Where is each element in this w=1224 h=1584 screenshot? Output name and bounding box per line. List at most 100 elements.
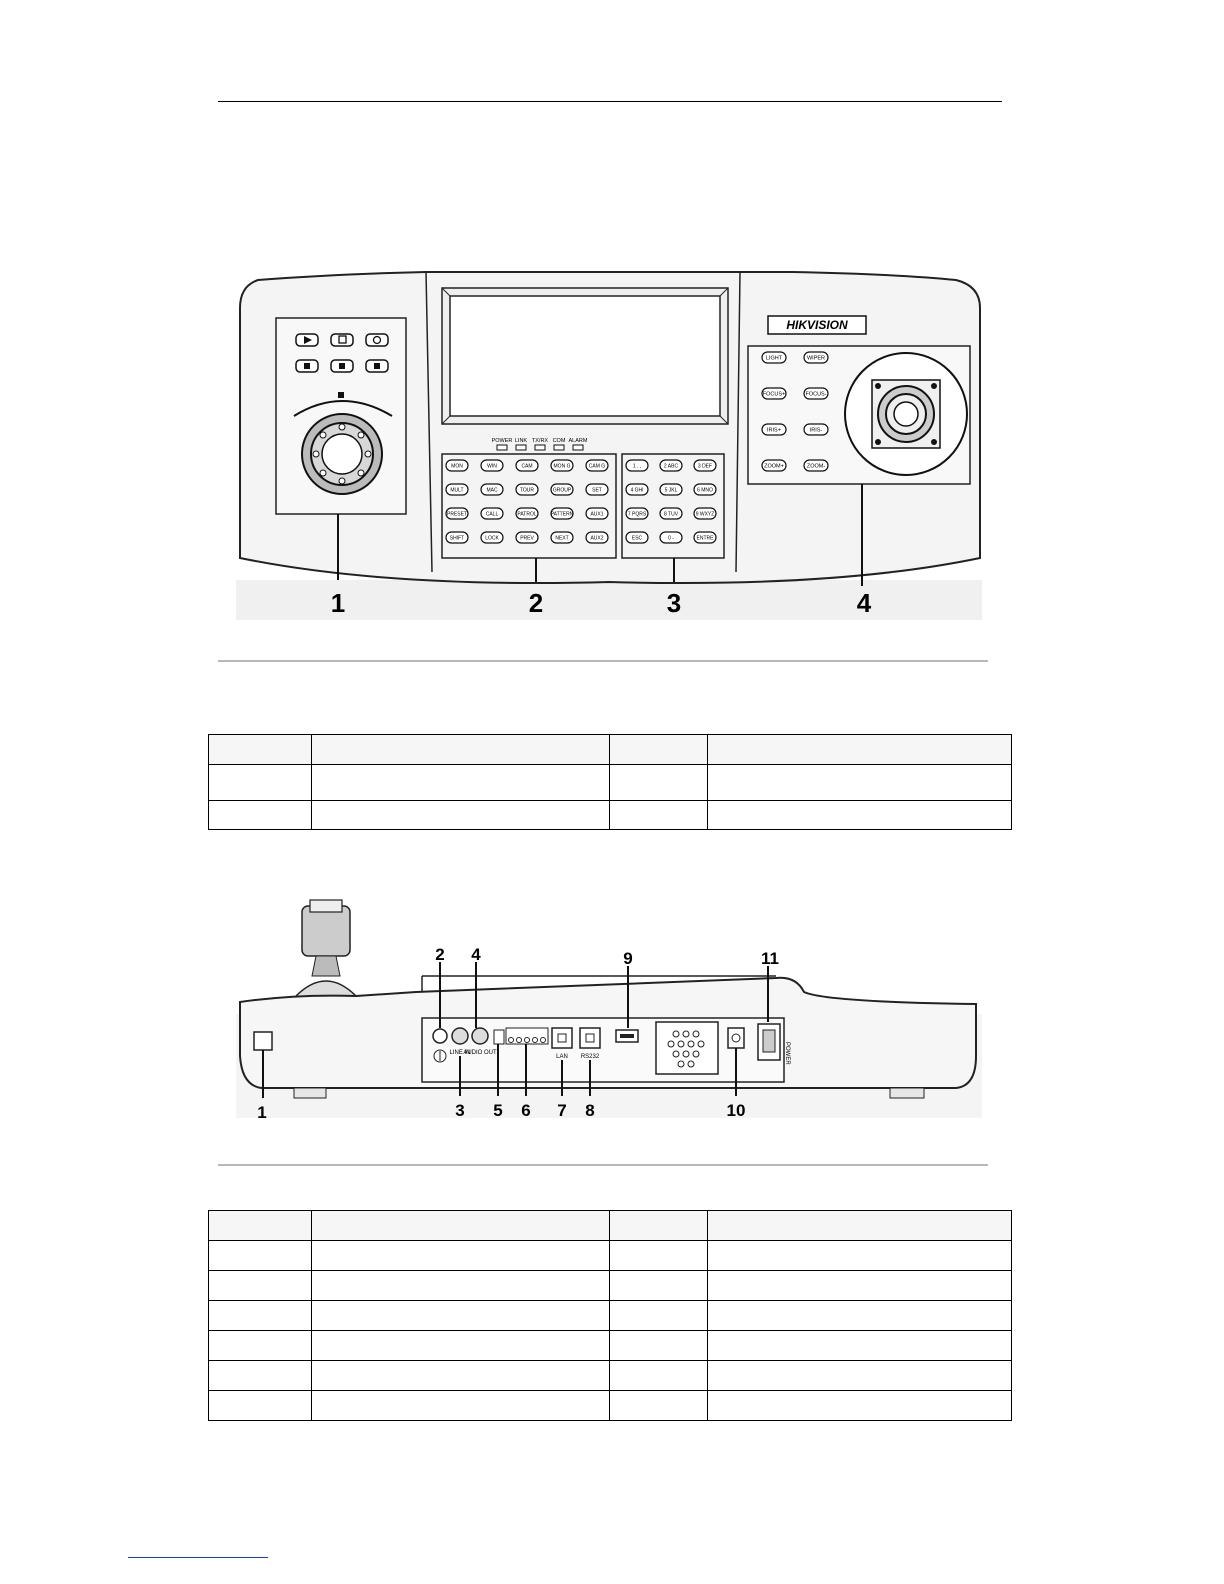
joystick xyxy=(844,352,968,476)
caption-rule xyxy=(218,660,988,662)
table-cell xyxy=(311,800,610,830)
jog-shuttle xyxy=(301,413,383,495)
keypad-key[interactable] xyxy=(585,531,609,544)
port-label: LINE IN xyxy=(449,1050,470,1056)
table-cell xyxy=(609,764,708,801)
keypad-key[interactable] xyxy=(515,531,539,544)
table-cell xyxy=(609,1360,708,1391)
keypad-key[interactable] xyxy=(659,459,683,472)
keypad-key[interactable] xyxy=(625,531,649,544)
keypad-key[interactable] xyxy=(693,507,717,520)
keypad-key[interactable] xyxy=(585,459,609,472)
keypad-key[interactable] xyxy=(659,483,683,496)
key-label: ZOOM+ xyxy=(764,463,784,469)
table-cell xyxy=(707,734,1012,765)
keypad-key[interactable] xyxy=(480,483,504,496)
keypad-key[interactable] xyxy=(761,351,787,364)
keypad-key[interactable] xyxy=(550,483,574,496)
keypad-key[interactable] xyxy=(585,483,609,496)
key-label: ZOOM- xyxy=(807,463,825,469)
keypad-key[interactable] xyxy=(625,483,649,496)
table-cell xyxy=(609,1390,708,1421)
key-label: ENTRE xyxy=(697,535,715,541)
keypad-key[interactable] xyxy=(550,507,574,520)
keypad-key[interactable] xyxy=(803,459,829,472)
indicator-led xyxy=(572,444,584,451)
keypad-key[interactable] xyxy=(693,459,717,472)
keypad-key[interactable] xyxy=(625,459,649,472)
key-label: CAM G xyxy=(589,463,606,469)
brand-logo: HIKVISION xyxy=(786,318,848,332)
keypad-key[interactable] xyxy=(445,483,469,496)
keypad-key[interactable] xyxy=(761,459,787,472)
keypad-key[interactable] xyxy=(515,459,539,472)
keypad-key[interactable] xyxy=(515,507,539,520)
table-cell xyxy=(609,1270,708,1301)
table-cell xyxy=(609,734,708,765)
keypad-key[interactable] xyxy=(445,459,469,472)
keypad-key[interactable] xyxy=(761,387,787,400)
table-cell xyxy=(208,1330,312,1361)
keypad-key[interactable] xyxy=(693,483,717,496)
caption-rule xyxy=(218,1164,988,1166)
key-label: MAC xyxy=(486,487,498,493)
table-cell xyxy=(311,764,610,801)
keypad-key[interactable] xyxy=(480,507,504,520)
table-cell xyxy=(609,1240,708,1271)
table-cell xyxy=(208,800,312,830)
key-label: 2 ABC xyxy=(664,463,679,469)
callout: 10 xyxy=(727,1101,746,1120)
key-label: 4 GHI xyxy=(630,487,643,493)
keypad-key[interactable] xyxy=(445,507,469,520)
callout: 2 xyxy=(435,945,444,964)
keypad-key[interactable] xyxy=(803,351,829,364)
rear-panel-table xyxy=(208,1210,1012,1421)
key-label: PATTERN xyxy=(551,511,574,517)
key-label: IRIS- xyxy=(810,427,823,433)
key-label: 9 WXYZ xyxy=(696,511,715,517)
keypad-key[interactable] xyxy=(693,531,717,544)
keypad-key[interactable] xyxy=(480,459,504,472)
key-label: AUX2 xyxy=(590,535,603,541)
keypad-key[interactable] xyxy=(550,531,574,544)
table-cell xyxy=(707,1300,1012,1331)
keypad-key[interactable] xyxy=(550,459,574,472)
key-label: LOCK xyxy=(485,535,499,541)
key-label: 5 JKL xyxy=(665,487,678,493)
joystick-side xyxy=(295,899,357,997)
key-label: 8 TUV xyxy=(664,511,679,517)
table-cell xyxy=(208,734,312,765)
table-cell xyxy=(707,1270,1012,1301)
key-label: AUX1 xyxy=(590,511,603,517)
header-rule xyxy=(218,101,1002,102)
keypad-key[interactable] xyxy=(585,507,609,520)
key-label: GROUP xyxy=(553,487,572,493)
callout: 4 xyxy=(857,588,872,618)
table-row xyxy=(208,764,1012,801)
callout: 9 xyxy=(623,949,632,968)
keypad-key[interactable] xyxy=(803,387,829,400)
keypad-key[interactable] xyxy=(659,507,683,520)
table-cell xyxy=(311,1210,610,1241)
keypad-key[interactable] xyxy=(480,531,504,544)
table-cell xyxy=(208,1270,312,1301)
lcd-screen xyxy=(441,287,729,425)
callout: 6 xyxy=(521,1101,530,1120)
keypad-key[interactable] xyxy=(445,531,469,544)
keypad-key[interactable] xyxy=(761,423,787,436)
terminal-block xyxy=(505,1027,549,1045)
key-label: SET xyxy=(592,487,602,493)
keypad-key[interactable] xyxy=(803,423,829,436)
key-label: CAM xyxy=(521,463,532,469)
key-label: 3 DEF xyxy=(698,463,712,469)
keypad-key[interactable] xyxy=(515,483,539,496)
key-label: 6 MNO xyxy=(697,487,713,493)
table-cell xyxy=(609,1330,708,1361)
key-label: WIN xyxy=(487,463,497,469)
table-row xyxy=(208,1240,1012,1271)
table-cell xyxy=(208,1300,312,1331)
key-label: FOCUS- xyxy=(805,391,826,397)
keypad-key[interactable] xyxy=(625,507,649,520)
keypad-key[interactable] xyxy=(659,531,683,544)
